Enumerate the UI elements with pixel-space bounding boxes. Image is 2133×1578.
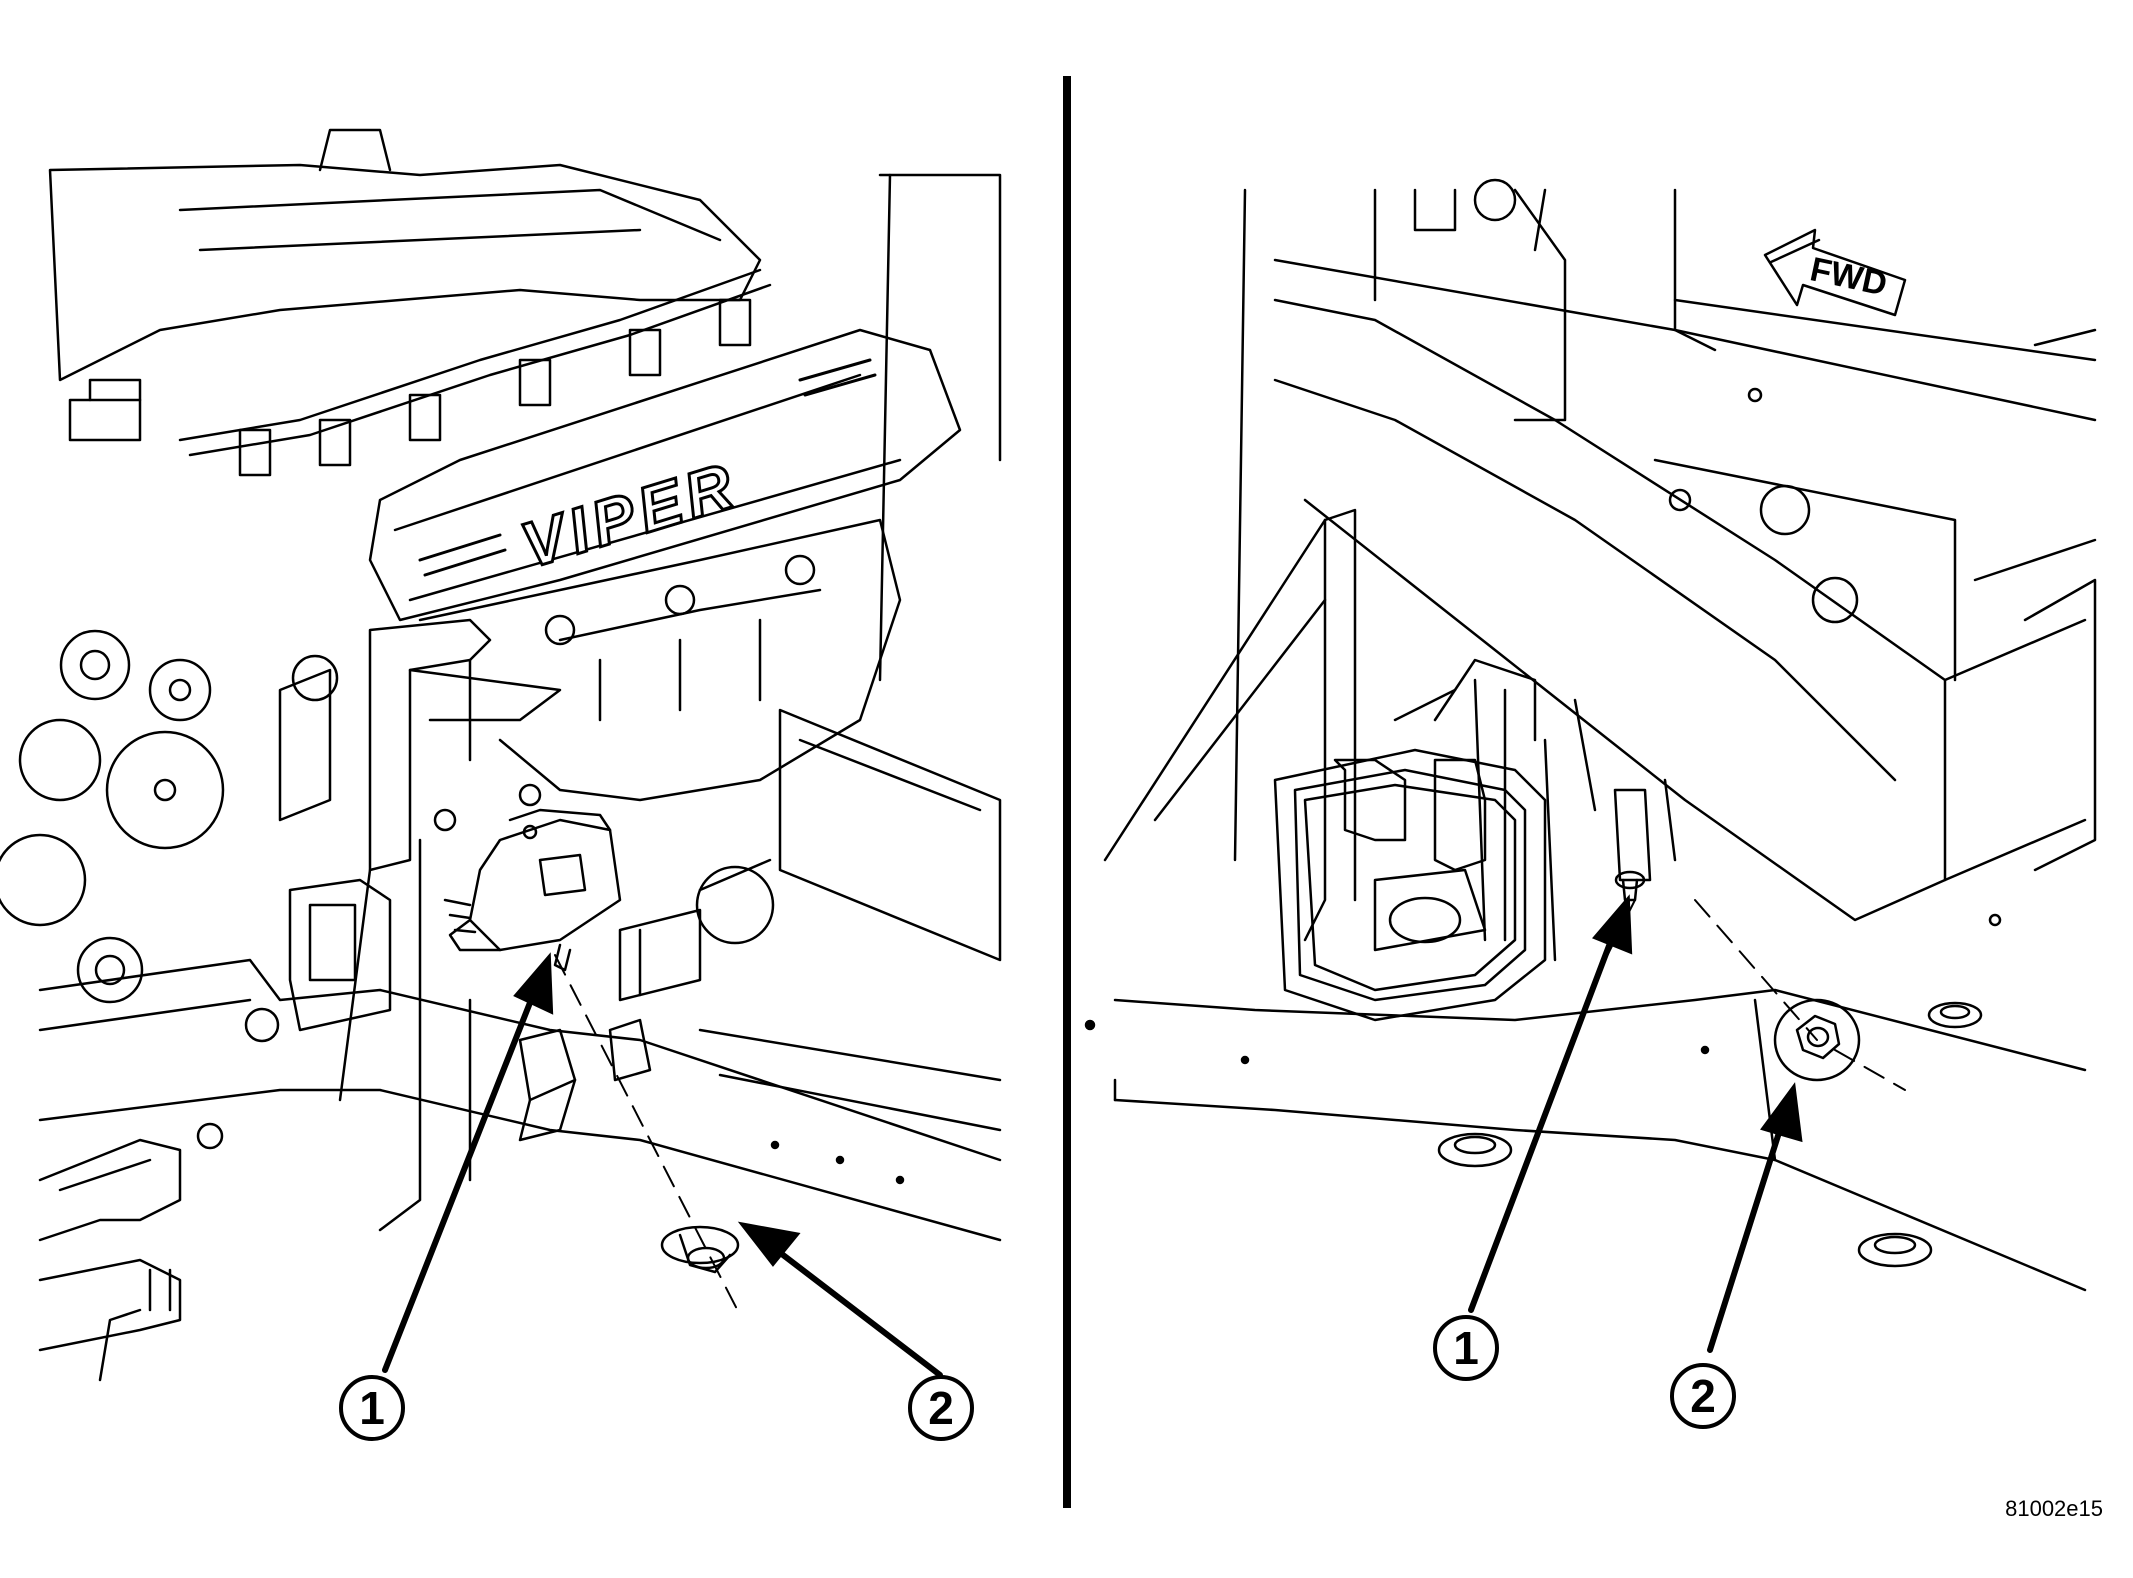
figure-code: 81002e15 — [2005, 1496, 2103, 1521]
mount-underside-drawing: FWD 1 2 — [1084, 178, 2097, 1429]
svg-text:2: 2 — [1690, 1370, 1716, 1422]
callout-2-left: 2 — [908, 1375, 974, 1441]
leader-line-1-right — [1468, 927, 1618, 1313]
arrowhead-2-right — [1760, 1082, 1803, 1143]
fwd-label: FWD — [1807, 250, 1891, 303]
leader-line-2-right — [1707, 1117, 1786, 1353]
arrowhead-1 — [513, 952, 554, 1015]
svg-text:2: 2 — [928, 1382, 954, 1434]
right-illustration-panel: FWD 1 2 — [1075, 0, 2133, 1578]
callout-1-right: 1 — [1433, 1315, 1499, 1381]
arrowhead-1-right — [1592, 894, 1633, 955]
leader-line-1 — [382, 987, 538, 1373]
svg-text:1: 1 — [359, 1382, 385, 1434]
panel-divider — [1063, 76, 1071, 1508]
engine-mount-drawing: VIPER 1 2 — [0, 128, 1002, 1441]
svg-text:1: 1 — [1453, 1322, 1479, 1374]
callout-1-left: 1 — [339, 1375, 405, 1441]
fwd-arrow — [1763, 228, 1907, 317]
arrowhead-2 — [737, 1221, 801, 1267]
left-illustration-panel: VIPER 1 2 — [0, 0, 1063, 1578]
callout-2-right: 2 — [1670, 1363, 1736, 1429]
viper-logo: VIPER — [513, 448, 746, 582]
leader-line-2 — [767, 1242, 943, 1378]
